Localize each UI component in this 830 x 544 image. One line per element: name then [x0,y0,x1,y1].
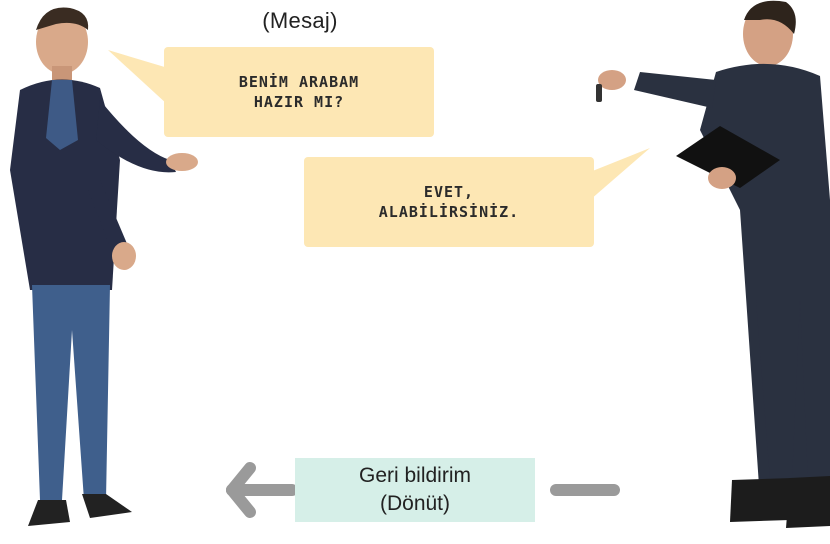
feedback-box: Geri bildirim (Dönüt) [295,458,535,522]
feedback-line-1: Geri bildirim [358,464,471,487]
feedback-line-2: (Dönüt) [379,492,451,515]
mechanic-figure [596,0,830,528]
bubble-tail-customer [108,50,168,105]
bubble-tail-mechanic [590,148,650,200]
mechanic-speech-bubble: EVET, ALABİLİRSİNİZ. [304,157,594,247]
feedback-arrow-left [226,462,298,518]
mechanic-bubble-line-1: EVET, [423,183,475,201]
customer-bubble-line-1: BENİM ARABAM [238,73,360,91]
customer-speech-bubble: BENİM ARABAM HAZIR MI? [164,47,434,137]
customer-figure [10,7,198,526]
mechanic-bubble-line-2: ALABİLİRSİNİZ. [378,203,520,221]
message-caption: (Mesaj) [262,8,338,33]
customer-bubble-line-2: HAZIR MI? [253,93,345,111]
